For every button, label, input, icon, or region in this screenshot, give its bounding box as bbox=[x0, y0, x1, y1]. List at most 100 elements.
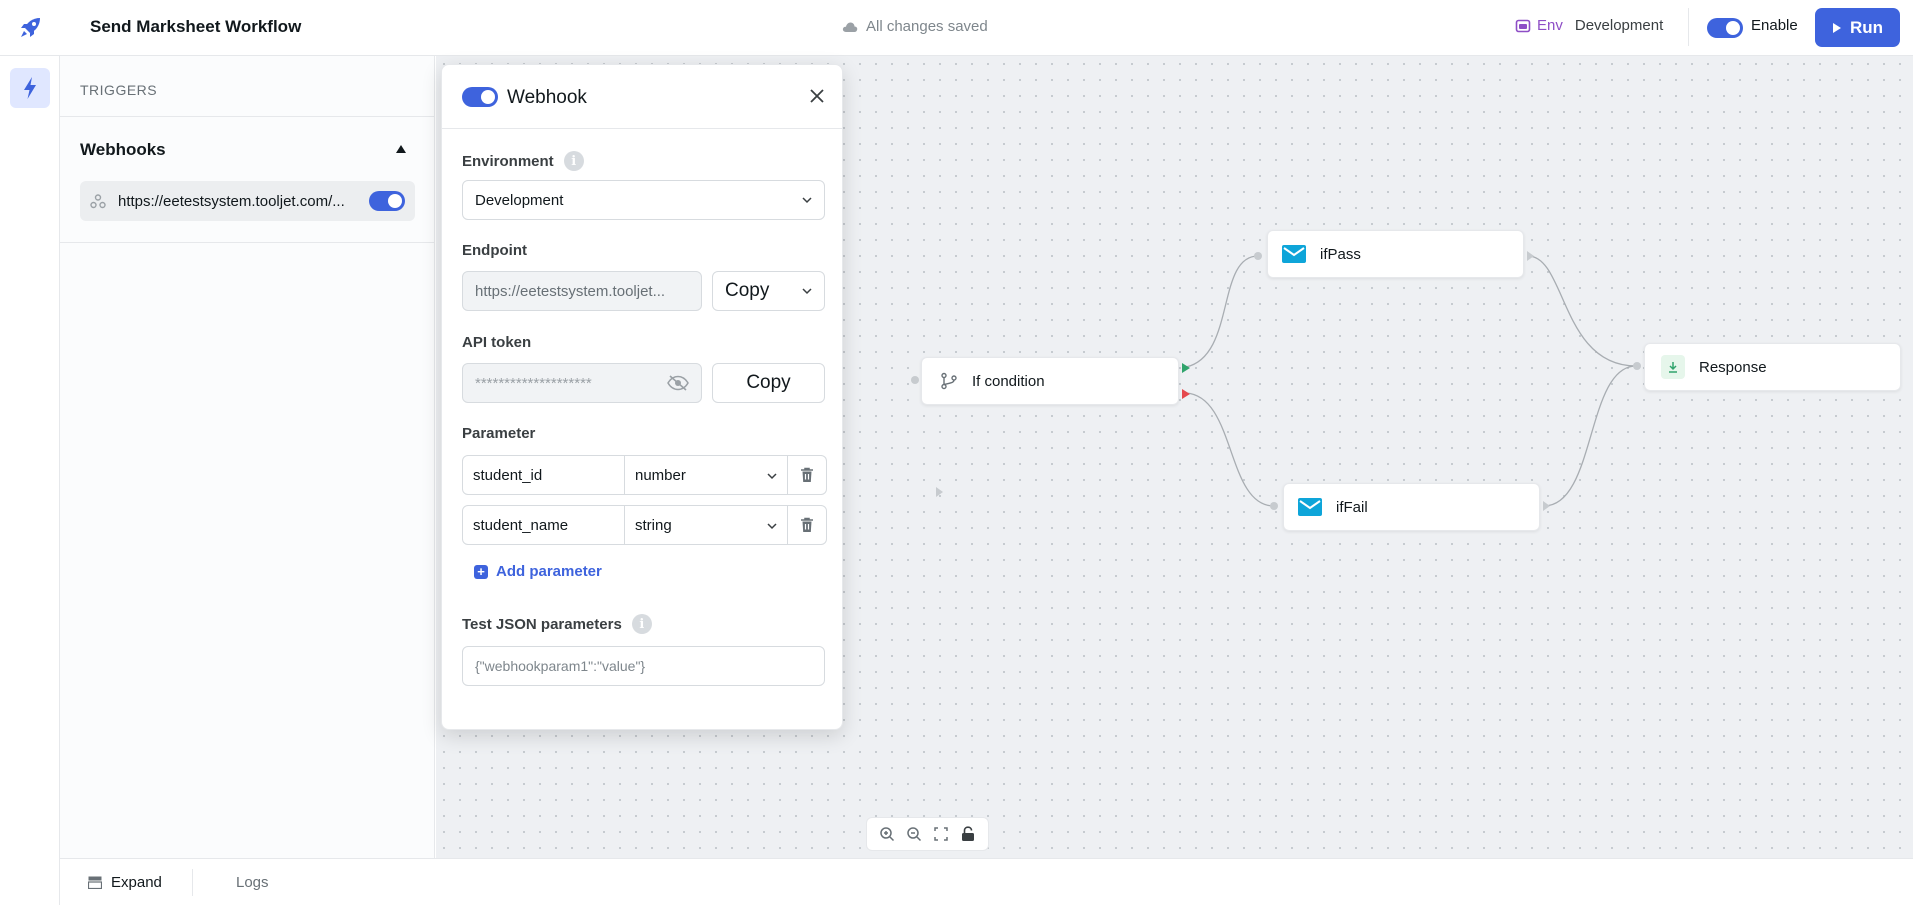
expand-label: Expand bbox=[111, 874, 162, 891]
pass-output-handle[interactable] bbox=[1527, 251, 1534, 261]
if-fail-label: ifFail bbox=[1336, 498, 1368, 516]
run-label: Run bbox=[1849, 17, 1884, 37]
footer-divider bbox=[192, 869, 193, 896]
env-icon bbox=[1515, 19, 1531, 32]
rocket-logo-icon[interactable] bbox=[14, 12, 46, 44]
top-header: Send Marksheet Workflow All changes save… bbox=[0, 0, 1913, 56]
api-token-copy-button[interactable]: Copy bbox=[712, 363, 825, 403]
test-json-label: Test JSON parameters bbox=[462, 615, 622, 633]
if-pass-label: ifPass bbox=[1320, 245, 1361, 263]
chevron-down-icon bbox=[767, 523, 777, 530]
start-output-handle[interactable] bbox=[936, 487, 943, 497]
modal-header: Webhook bbox=[442, 65, 842, 129]
info-icon[interactable]: i bbox=[631, 614, 652, 634]
if-success-handle[interactable] bbox=[1182, 363, 1190, 373]
zoom-in-icon[interactable] bbox=[878, 825, 896, 843]
parameter-type-value: number bbox=[635, 466, 686, 484]
response-input-handle[interactable] bbox=[1633, 362, 1641, 370]
close-icon[interactable] bbox=[808, 87, 826, 105]
endpoint-copy-dropdown[interactable]: Copy bbox=[712, 271, 825, 311]
if-fail-handle[interactable] bbox=[1182, 389, 1190, 399]
fail-input-handle[interactable] bbox=[1270, 502, 1278, 510]
mail-icon bbox=[1298, 498, 1322, 516]
webhook-icon bbox=[90, 194, 106, 209]
triggers-panel: TRIGGERS Webhooks https://eetestsystem.t… bbox=[60, 56, 435, 858]
webhook-trigger-item[interactable]: https://eetestsystem.tooljet.com/... bbox=[80, 181, 415, 221]
test-json-placeholder: {"webhookparam1":"value"} bbox=[475, 658, 646, 674]
environment-label: Environment bbox=[462, 152, 554, 170]
trash-icon bbox=[801, 517, 813, 532]
delete-parameter-button[interactable] bbox=[788, 505, 827, 545]
endpoint-label-row: Endpoint bbox=[462, 242, 527, 259]
if-input-handle[interactable] bbox=[911, 376, 919, 384]
fail-output-handle[interactable] bbox=[1543, 501, 1550, 511]
edge-if-to-fail bbox=[1185, 392, 1275, 507]
add-parameter-button[interactable]: + Add parameter bbox=[474, 563, 602, 580]
mail-icon bbox=[1282, 245, 1306, 263]
if-condition-label: If condition bbox=[972, 372, 1045, 390]
parameter-row: student_id number bbox=[462, 455, 827, 495]
parameter-label: Parameter bbox=[462, 425, 536, 442]
save-status: All changes saved bbox=[842, 18, 988, 35]
save-status-text: All changes saved bbox=[866, 18, 988, 35]
environment-select[interactable]: Development bbox=[462, 180, 825, 220]
if-condition-node[interactable]: If condition bbox=[921, 357, 1179, 405]
environment-selector[interactable]: Env Development bbox=[1515, 17, 1663, 34]
collapse-caret-icon[interactable] bbox=[396, 145, 406, 153]
api-token-label-row: API token bbox=[462, 334, 531, 351]
endpoint-copy-label: Copy bbox=[725, 280, 770, 301]
triggers-rail-button[interactable] bbox=[10, 68, 50, 108]
environment-label-row: Environment i bbox=[462, 151, 584, 171]
api-token-value: ******************** bbox=[475, 374, 592, 392]
if-fail-node[interactable]: ifFail bbox=[1283, 483, 1540, 531]
lightning-icon bbox=[24, 77, 36, 99]
enable-label: Enable bbox=[1751, 17, 1798, 34]
parameter-type-select[interactable]: number bbox=[625, 455, 788, 495]
test-json-input[interactable]: {"webhookparam1":"value"} bbox=[462, 646, 825, 686]
branch-icon bbox=[941, 372, 957, 390]
pass-input-handle[interactable] bbox=[1254, 252, 1262, 260]
fit-view-icon[interactable] bbox=[932, 825, 950, 843]
eye-off-icon[interactable] bbox=[667, 375, 689, 391]
zoom-out-icon[interactable] bbox=[905, 825, 923, 843]
edge-if-to-pass bbox=[1185, 255, 1259, 368]
parameter-type-value: string bbox=[635, 516, 672, 534]
endpoint-label: Endpoint bbox=[462, 242, 527, 259]
delete-parameter-button[interactable] bbox=[788, 455, 827, 495]
expand-button[interactable]: Expand bbox=[88, 874, 162, 891]
response-label: Response bbox=[1699, 358, 1767, 376]
enable-toggle[interactable] bbox=[1707, 18, 1743, 38]
webhooks-title[interactable]: Webhooks bbox=[80, 140, 166, 159]
left-rail bbox=[0, 56, 60, 905]
parameter-type-select[interactable]: string bbox=[625, 505, 788, 545]
bottom-bar: Expand Logs bbox=[60, 858, 1913, 905]
edge-pass-to-response bbox=[1527, 255, 1637, 367]
webhook-toggle[interactable] bbox=[369, 191, 405, 211]
logs-tab[interactable]: Logs bbox=[236, 874, 269, 891]
if-pass-node[interactable]: ifPass bbox=[1267, 230, 1524, 278]
parameter-name-input[interactable]: student_id bbox=[462, 455, 625, 495]
response-node[interactable]: Response bbox=[1644, 343, 1901, 391]
endpoint-value: https://eetestsystem.tooljet... bbox=[475, 282, 666, 300]
run-button[interactable]: Run bbox=[1815, 8, 1900, 47]
trash-icon bbox=[801, 467, 813, 482]
endpoint-field[interactable]: https://eetestsystem.tooljet... bbox=[462, 271, 702, 311]
expand-icon bbox=[88, 876, 102, 889]
parameter-name-input[interactable]: student_name bbox=[462, 505, 625, 545]
api-token-label: API token bbox=[462, 334, 532, 351]
chevron-down-icon bbox=[767, 473, 777, 480]
info-icon[interactable]: i bbox=[563, 151, 584, 171]
parameter-label-row: Parameter bbox=[462, 425, 535, 442]
zoom-controls bbox=[866, 817, 989, 851]
play-icon bbox=[1832, 22, 1841, 33]
webhooks-section: Webhooks https://eetestsystem.tooljet.co… bbox=[60, 117, 434, 243]
add-parameter-label: Add parameter bbox=[496, 563, 602, 580]
api-token-field[interactable]: ******************** bbox=[462, 363, 702, 403]
header-divider bbox=[1688, 8, 1689, 46]
workflow-title[interactable]: Send Marksheet Workflow bbox=[90, 17, 302, 36]
lock-icon[interactable] bbox=[959, 825, 977, 843]
edge-fail-to-response bbox=[1543, 365, 1637, 507]
webhook-enable-toggle[interactable] bbox=[462, 87, 498, 107]
plus-icon: + bbox=[474, 564, 488, 579]
parameter-row: student_name string bbox=[462, 505, 827, 545]
